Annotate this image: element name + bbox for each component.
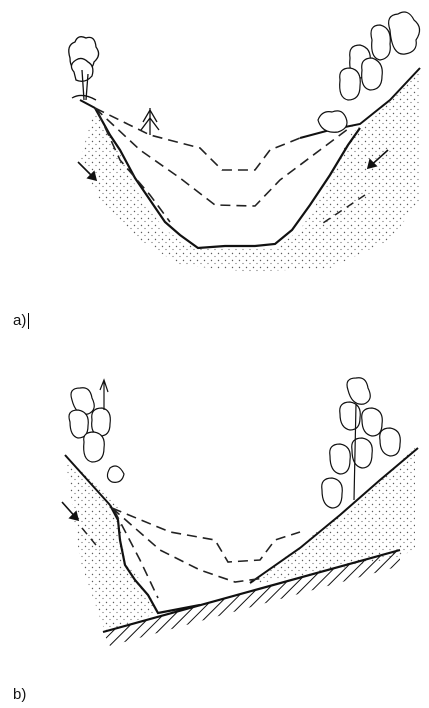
panel-a-label: a) <box>13 312 26 330</box>
panel-b-label: b) <box>13 686 26 704</box>
panel-a: a) <box>0 0 429 300</box>
valley-b-drawing <box>0 370 429 670</box>
conifer-a <box>141 108 159 135</box>
panel-b: b) <box>0 370 429 670</box>
slope-left-a <box>80 100 95 108</box>
trees-left-a <box>69 37 99 100</box>
bedrock-line-b <box>103 550 400 632</box>
valley-a-drawing <box>0 0 429 300</box>
text-cursor <box>28 313 29 329</box>
